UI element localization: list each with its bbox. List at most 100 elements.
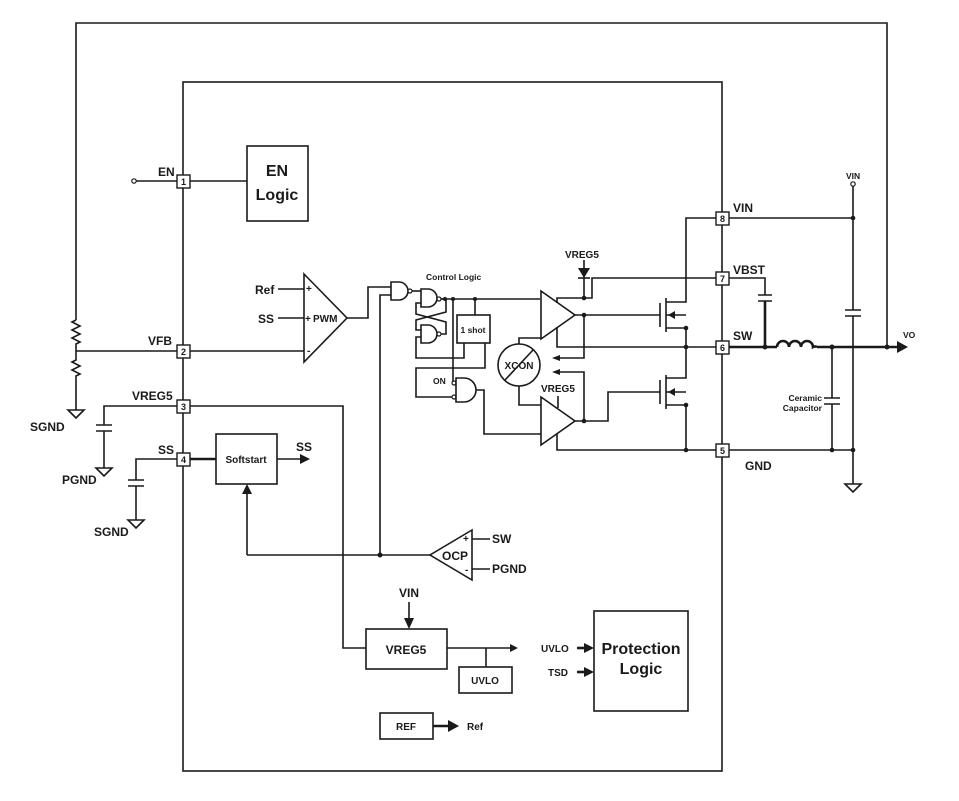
svg-text:5: 5	[720, 446, 725, 456]
oneshot-reset-wire	[415, 336, 465, 359]
ocp-comparator	[428, 528, 473, 582]
softstart-out-arrow-icon	[300, 454, 310, 464]
lo-driver-gnd-wire	[556, 433, 716, 451]
nand-1-bubble	[407, 288, 413, 294]
pwm-out-wire	[347, 286, 391, 319]
low-side-mosfet-icon	[659, 347, 687, 450]
vreg5-vin-arrow-icon	[404, 618, 414, 629]
pin-label-vin: VIN	[733, 201, 753, 215]
softstart-block	[215, 433, 278, 485]
low-side-driver	[540, 395, 577, 447]
softstart-out-label: SS	[296, 440, 312, 454]
xcon-to-hi-wire	[518, 337, 541, 344]
ic-boundary	[182, 81, 723, 772]
nand-3-bubble	[436, 331, 442, 337]
xcon-to-lo-wire	[518, 386, 541, 406]
junction-dot	[683, 402, 689, 408]
uvlo-label: UVLO	[471, 676, 499, 687]
vreg5-internal-wire	[190, 405, 366, 649]
svg-text:3: 3	[181, 402, 186, 412]
en-logic-label-2: Logic	[256, 187, 299, 204]
xcon-label: XCON	[505, 361, 534, 372]
pin-label-vbst: VBST	[733, 263, 766, 277]
ocp-in-pgnd-label: PGND	[492, 562, 527, 576]
xcon-arrow-icon	[552, 355, 560, 361]
softstart-label: Softstart	[225, 455, 267, 466]
junction-dot	[683, 325, 689, 331]
pin-7: 7	[715, 271, 730, 286]
ocp-plus: +	[463, 534, 469, 545]
one-shot-block	[456, 314, 491, 344]
vreg5-in-label: VIN	[399, 586, 419, 600]
vo-arrow-icon	[897, 341, 908, 353]
pwm-in-ref-label: Ref	[255, 283, 275, 297]
xcon-arrow-icon-2	[552, 369, 560, 375]
en-terminal	[131, 178, 137, 184]
divider-resistor-top	[70, 319, 82, 351]
hi-driver-ref-wire	[556, 327, 722, 348]
pin-label-gnd: GND	[745, 459, 772, 473]
pgnd-label: PGND	[62, 473, 97, 487]
pin-label-vfb: VFB	[148, 334, 172, 348]
ocp-minus: -	[465, 565, 468, 576]
protection-in-uvlo-label: UVLO	[541, 644, 569, 655]
uvlo-block	[458, 666, 513, 694]
vin-terminal	[850, 181, 856, 187]
driver-hi-supply-label: VREG5	[565, 250, 599, 261]
pin-2: 2	[176, 344, 191, 359]
vbst-ext-wire	[728, 277, 766, 295]
ref-label: REF	[396, 722, 416, 733]
vbst-wire	[556, 277, 716, 303]
one-shot-label: 1 shot	[460, 325, 485, 335]
sgnd-ground-icon-2	[126, 519, 146, 530]
vo-label: VO	[903, 330, 916, 340]
oneshot-to-and-wire	[415, 343, 486, 398]
pin-8: 8	[715, 211, 730, 226]
junction-dot	[762, 344, 768, 350]
protection-label-2: Logic	[620, 661, 663, 678]
junction-dot	[443, 297, 447, 301]
pwm-plus-2: +	[305, 314, 311, 325]
boot-capacitor-icon	[758, 294, 772, 302]
lo-to-xcon-wire	[560, 371, 585, 421]
control-logic-label: Control Logic	[426, 272, 482, 282]
pin-6: 6	[715, 340, 730, 355]
svg-text:8: 8	[720, 214, 725, 224]
en-logic-label-1: EN	[266, 163, 288, 180]
ss-capacitor-icon	[128, 479, 144, 487]
svg-text:2: 2	[181, 347, 186, 357]
tsd-in-arrow-icon	[584, 667, 594, 677]
pin-1: 1	[176, 174, 191, 189]
uvlo-in-arrow-icon	[584, 643, 594, 653]
softstart-in-arrow-icon	[242, 484, 252, 494]
ocp-to-nand-wire	[379, 294, 391, 555]
sgnd-ground-icon-1	[66, 409, 86, 420]
pin-label-ss: SS	[158, 443, 174, 457]
divider-resistor-bottom	[70, 351, 82, 410]
svg-text:4: 4	[181, 455, 186, 465]
on-and-gate	[455, 377, 477, 403]
ceramic-cap-label-2: Capacitor	[783, 403, 823, 413]
ref-out-arrow-icon	[448, 720, 459, 732]
junction-dot	[683, 447, 689, 453]
svg-text:7: 7	[720, 274, 725, 284]
pin-5: 5	[715, 443, 730, 458]
sgnd-label-2: SGND	[94, 525, 129, 539]
diode-icon	[578, 268, 590, 278]
svg-text:1: 1	[181, 177, 186, 187]
pgnd-ground-icon	[94, 467, 114, 478]
protection-logic-block	[593, 610, 689, 712]
nand-gate-2	[420, 288, 438, 308]
and-to-lo-driver-wire	[476, 389, 541, 435]
pin-3: 3	[176, 399, 191, 414]
pwm-minus: -	[307, 346, 310, 357]
vreg5-capacitor-icon	[96, 424, 112, 432]
vreg5-label: VREG5	[386, 643, 427, 657]
junction-dot	[884, 344, 890, 350]
vin-capacitor-icon	[845, 309, 861, 317]
q-to-and-wire	[452, 299, 454, 384]
on-label: ON	[433, 376, 446, 386]
ref-out-label: Ref	[467, 722, 484, 733]
pwm-in-ss-label: SS	[258, 312, 274, 326]
